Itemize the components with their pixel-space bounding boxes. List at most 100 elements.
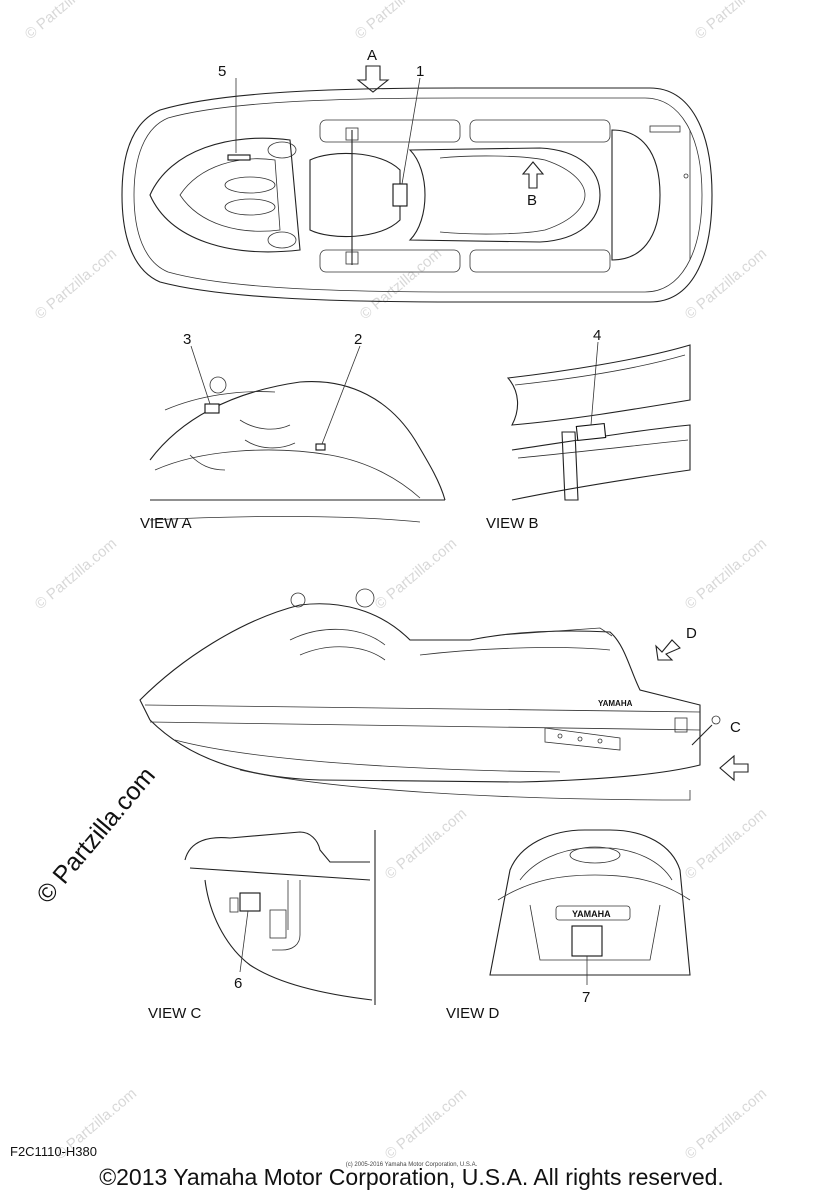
side-vent-2 bbox=[299, 646, 386, 661]
view-a-mirror bbox=[209, 376, 227, 394]
side-gunwale-line bbox=[144, 704, 701, 713]
view-a-vent-1 bbox=[239, 419, 291, 430]
view-c-handle bbox=[272, 880, 301, 951]
callout-2-leader bbox=[321, 345, 361, 445]
side-seat-top bbox=[419, 647, 611, 656]
view-d-seat-line bbox=[497, 874, 691, 901]
footwell-pad-lower-right bbox=[469, 249, 611, 273]
side-mirror bbox=[290, 592, 306, 608]
footwell-pad-lower-left bbox=[319, 249, 461, 273]
view-b-seat-side bbox=[506, 344, 691, 426]
watermark-bottom-center: © Partzilla.com bbox=[382, 1085, 470, 1163]
view-d-stern-outline bbox=[489, 829, 691, 976]
view-b-caption: VIEW B bbox=[486, 515, 539, 532]
footwell-pad-upper-right bbox=[469, 119, 611, 143]
watermark-bottom-right: © Partzilla.com bbox=[682, 1085, 770, 1163]
watermark-right-3: © Partzilla.com bbox=[682, 805, 770, 883]
view-b-arrow-label: B bbox=[527, 192, 537, 209]
view-a-vent-2 bbox=[244, 439, 296, 449]
view-b: 4 VIEW B bbox=[486, 327, 691, 532]
side-chine-1 bbox=[174, 739, 561, 773]
side-rivet-1 bbox=[557, 733, 563, 739]
hood-outline bbox=[149, 137, 301, 253]
side-stern-handle bbox=[691, 724, 713, 746]
callout-5: 5 bbox=[218, 63, 226, 80]
stern-hole bbox=[683, 173, 689, 179]
hood-vent-upper bbox=[224, 176, 276, 194]
view-b-trim-line bbox=[514, 354, 686, 386]
side-hull-outline bbox=[139, 603, 701, 783]
view-c-deck-top bbox=[184, 831, 370, 863]
seat-detail bbox=[439, 155, 586, 235]
hull-inner-outline bbox=[133, 97, 703, 293]
view-c-arrow bbox=[719, 754, 749, 782]
view-d-caption: VIEW D bbox=[446, 1005, 500, 1022]
callout-7: 7 bbox=[582, 989, 590, 1006]
label-6-marker bbox=[239, 892, 261, 912]
handlebar-grip-left bbox=[345, 127, 359, 141]
label-1-marker bbox=[392, 183, 408, 207]
side-vent-1 bbox=[289, 628, 386, 646]
diagonal-watermark-text: Partzilla.com bbox=[47, 762, 160, 890]
view-a-caption: VIEW A bbox=[140, 515, 192, 532]
small-copyright-notice: (c) 2005-2016 Yamaha Motor Corporation, … bbox=[345, 1162, 478, 1168]
view-d-seat-back bbox=[569, 846, 621, 864]
watermark-left-1: © Partzilla.com bbox=[32, 245, 120, 323]
label-4-marker bbox=[575, 422, 607, 442]
side-rear-rack bbox=[499, 627, 613, 637]
callout-3-leader bbox=[190, 345, 211, 405]
side-view: YAMAHA D C bbox=[139, 588, 749, 801]
view-d-brand-logo: YAMAHA bbox=[572, 909, 611, 919]
view-a-waterline bbox=[149, 516, 421, 523]
diagonal-watermark: © Partzilla.com bbox=[31, 762, 161, 909]
side-tow-eye bbox=[674, 717, 688, 733]
watermark-right-1: © Partzilla.com bbox=[682, 245, 770, 323]
callout-6-leader bbox=[239, 910, 249, 973]
side-rubrail bbox=[149, 721, 701, 731]
view-d-arrow-label: D bbox=[686, 625, 697, 642]
view-b-arrow bbox=[521, 161, 545, 189]
label-3-marker bbox=[204, 403, 220, 414]
hood-inner bbox=[179, 158, 281, 232]
view-a: 3 2 VIEW A bbox=[140, 331, 446, 532]
view-b-handle bbox=[561, 431, 579, 501]
callout-1: 1 bbox=[416, 63, 424, 80]
side-stern-knob bbox=[711, 715, 721, 725]
view-a-arrow bbox=[356, 65, 390, 93]
seat bbox=[408, 147, 601, 243]
steering-console bbox=[309, 152, 401, 238]
watermark-top-center: © Partzilla.com bbox=[352, 0, 440, 43]
mirror-left bbox=[267, 141, 297, 159]
hull-outline bbox=[121, 87, 713, 303]
handlebar-grip-right bbox=[345, 251, 359, 265]
view-c: 6 VIEW C bbox=[148, 830, 376, 1022]
view-a-vent-3 bbox=[189, 454, 226, 471]
mirror-right bbox=[267, 231, 297, 249]
view-a-handlebar bbox=[164, 391, 276, 411]
view-c-gunwale bbox=[189, 867, 371, 881]
callout-1-leader bbox=[401, 77, 421, 185]
watermark-right-2: © Partzilla.com bbox=[682, 535, 770, 613]
view-d: YAMAHA 7 VIEW D bbox=[446, 829, 691, 1022]
callout-4-leader bbox=[590, 341, 599, 426]
top-view: A B 5 1 bbox=[121, 47, 713, 303]
copyright-notice: ©2013 Yamaha Motor Corporation, U.S.A. A… bbox=[99, 1164, 724, 1190]
watermark-left-2: © Partzilla.com bbox=[32, 535, 120, 613]
view-a-side-panel bbox=[154, 449, 421, 499]
label-2-marker bbox=[315, 443, 326, 451]
side-chine-2 bbox=[239, 769, 691, 801]
footwell-pad-upper-left bbox=[319, 119, 461, 143]
callout-4: 4 bbox=[593, 327, 601, 344]
side-rivet-2 bbox=[577, 736, 583, 742]
stern-grip bbox=[649, 125, 681, 133]
view-a-arrow-label: A bbox=[367, 47, 377, 64]
side-handlebar-end bbox=[355, 588, 375, 608]
watermark-center-1: © Partzilla.com bbox=[357, 245, 445, 323]
view-c-step bbox=[269, 909, 287, 939]
view-c-hull-curve bbox=[204, 879, 373, 1001]
watermark-center-3: © Partzilla.com bbox=[382, 805, 470, 883]
callout-6: 6 bbox=[234, 975, 242, 992]
watermark-top-right: © Partzilla.com bbox=[692, 0, 780, 43]
view-a-hood-profile bbox=[149, 380, 446, 501]
